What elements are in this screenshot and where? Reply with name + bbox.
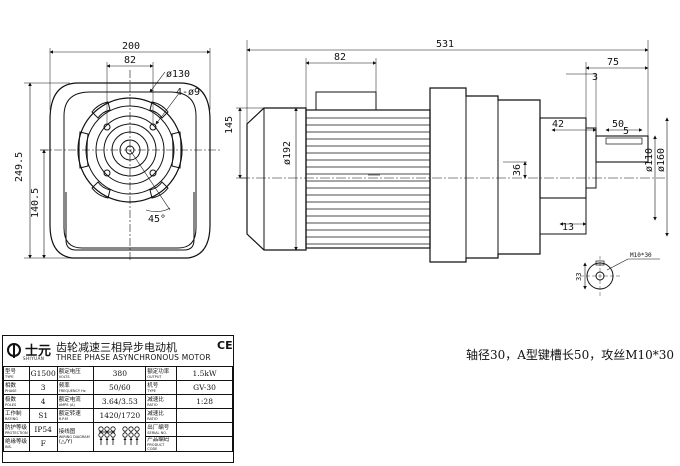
phase-value: 3 [28, 380, 58, 395]
wiring-diagram-icon [98, 426, 140, 445]
dim-side-foot-length: 82 [334, 52, 346, 63]
dim-side-gear-depth: 36 [512, 164, 523, 176]
type-value: G1500 [28, 366, 58, 381]
dim-side-key-width: 5 [623, 126, 629, 137]
nameplate-title-en: THREE PHASE ASYNCHRONOUS MOTOR [56, 353, 211, 362]
volts-value: 380 [93, 366, 147, 381]
protection-value: IP54 [28, 422, 58, 437]
nameplate-title: 齿轮减速三相异步电动机 [56, 341, 177, 354]
brand-logo-icon [7, 343, 21, 358]
dim-side-flange-dia-large: ø160 [656, 148, 667, 172]
dim-front-bolt-spacing: 82 [124, 55, 136, 66]
dim-front-angle: 45° [148, 214, 166, 225]
dim-shaft-height: 33 [575, 273, 583, 281]
rating-value: S1 [28, 408, 58, 423]
brand-name-en: SHIYUAN [23, 356, 45, 361]
wiring-diagram [93, 422, 147, 452]
product-code-value [176, 436, 233, 452]
dim-front-pcd: ø130 [166, 69, 190, 80]
machine-no-value: GV-30 [176, 380, 233, 395]
dim-side-key-offset: 42 [552, 119, 564, 130]
dim-side-key-length: 50 [612, 119, 624, 130]
nameplate: 士元 SHIYUAN 齿轮减速三相异步电动机 THREE PHASE ASYNC… [2, 335, 234, 463]
dim-side-flange-dia-small: ø110 [644, 148, 655, 172]
poles-value: 4 [28, 394, 58, 409]
dim-front-width: 200 [122, 41, 140, 52]
nameplate-header: 士元 SHIYUAN 齿轮减速三相异步电动机 THREE PHASE ASYNC… [3, 336, 233, 367]
thread-callout: M10*30 [630, 252, 652, 259]
dim-front-holes: 4-ø9 [176, 87, 200, 98]
dim-side-shoulder: 3 [592, 72, 598, 83]
shaft-note: 轴径30，A型键槽长50，攻丝M10*30 [466, 348, 675, 362]
front-view [24, 48, 220, 262]
serial-value [176, 422, 233, 437]
amps-value: 3.64/3.53 [93, 394, 147, 409]
front-view-dimensions: 200 82 ø130 4-ø9 249.5 140.5 45° [14, 41, 200, 225]
frequency-value: 50/60 [93, 380, 147, 395]
dim-front-height: 249.5 [14, 152, 25, 182]
rpm-value: 1420/1720 [93, 408, 147, 423]
insulation-value: F [28, 436, 58, 452]
dim-side-motor-dia: ø192 [282, 141, 293, 165]
ratio-value: 1:28 [176, 394, 233, 409]
shaft-end-detail [580, 256, 660, 296]
dim-front-shaft-height: 140.5 [30, 188, 41, 218]
dim-side-motor-height: 145 [224, 116, 235, 134]
dim-side-total-length: 531 [436, 39, 454, 50]
shaft-end-dimensions: 33 M10*30 [575, 252, 652, 281]
output-value: 1.5kW [176, 366, 233, 381]
side-view [236, 40, 669, 263]
brand-name: 士元 [25, 344, 52, 359]
dim-side-shaft-ext: 75 [607, 57, 619, 68]
ce-mark: CE [217, 339, 233, 352]
dim-side-bottom: 13 [562, 222, 574, 233]
side-view-dimensions: 531 82 75 3 145 ø192 42 50 5 36 ø110 ø16… [224, 39, 667, 233]
